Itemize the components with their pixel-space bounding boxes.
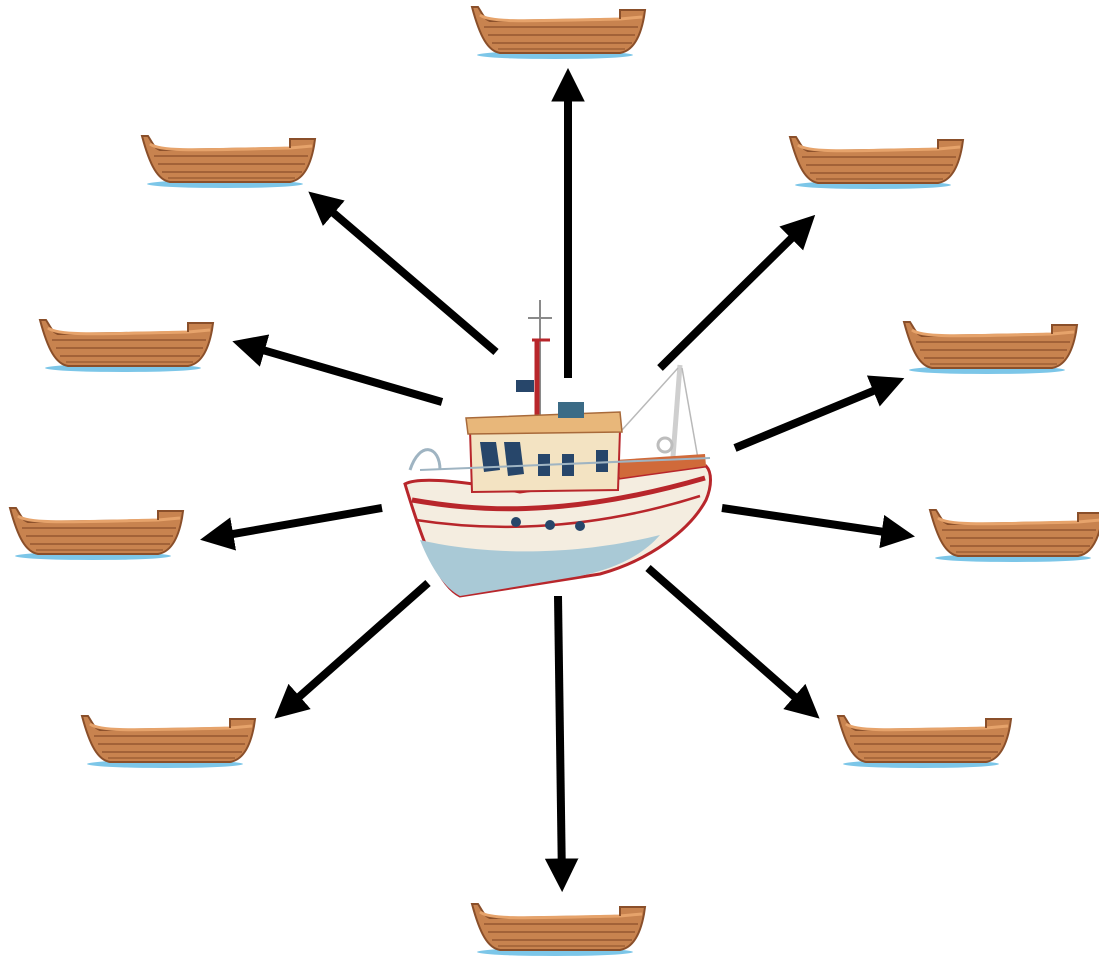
- arrow-bottom-left: [282, 583, 428, 712]
- rowboat-icon-top-right: [790, 137, 963, 189]
- rowboat-icon-bottom-left: [82, 716, 255, 768]
- arrow-right-lower: [722, 508, 905, 535]
- fishing-boat-icon: [405, 300, 711, 596]
- rowboat-icon-bottom: [472, 904, 645, 956]
- rowboat-icon-top: [472, 7, 645, 59]
- rowboat-icon-left-lower: [10, 508, 183, 560]
- arrow-top-left: [316, 198, 496, 352]
- arrow-left-lower: [210, 508, 382, 538]
- arrow-right-upper: [735, 382, 895, 448]
- rowboat-icon-right-upper: [904, 322, 1077, 374]
- arrow-top-right: [660, 222, 808, 368]
- rowboat-icon-right-lower: [930, 510, 1099, 562]
- arrow-bottom: [558, 596, 562, 882]
- rowboat-icon-bottom-right: [838, 716, 1011, 768]
- rowboat-icon-top-left: [142, 136, 315, 188]
- rowboat-icon-left-upper: [40, 320, 213, 372]
- arrow-bottom-right: [648, 568, 812, 712]
- arrow-left-upper: [242, 344, 442, 402]
